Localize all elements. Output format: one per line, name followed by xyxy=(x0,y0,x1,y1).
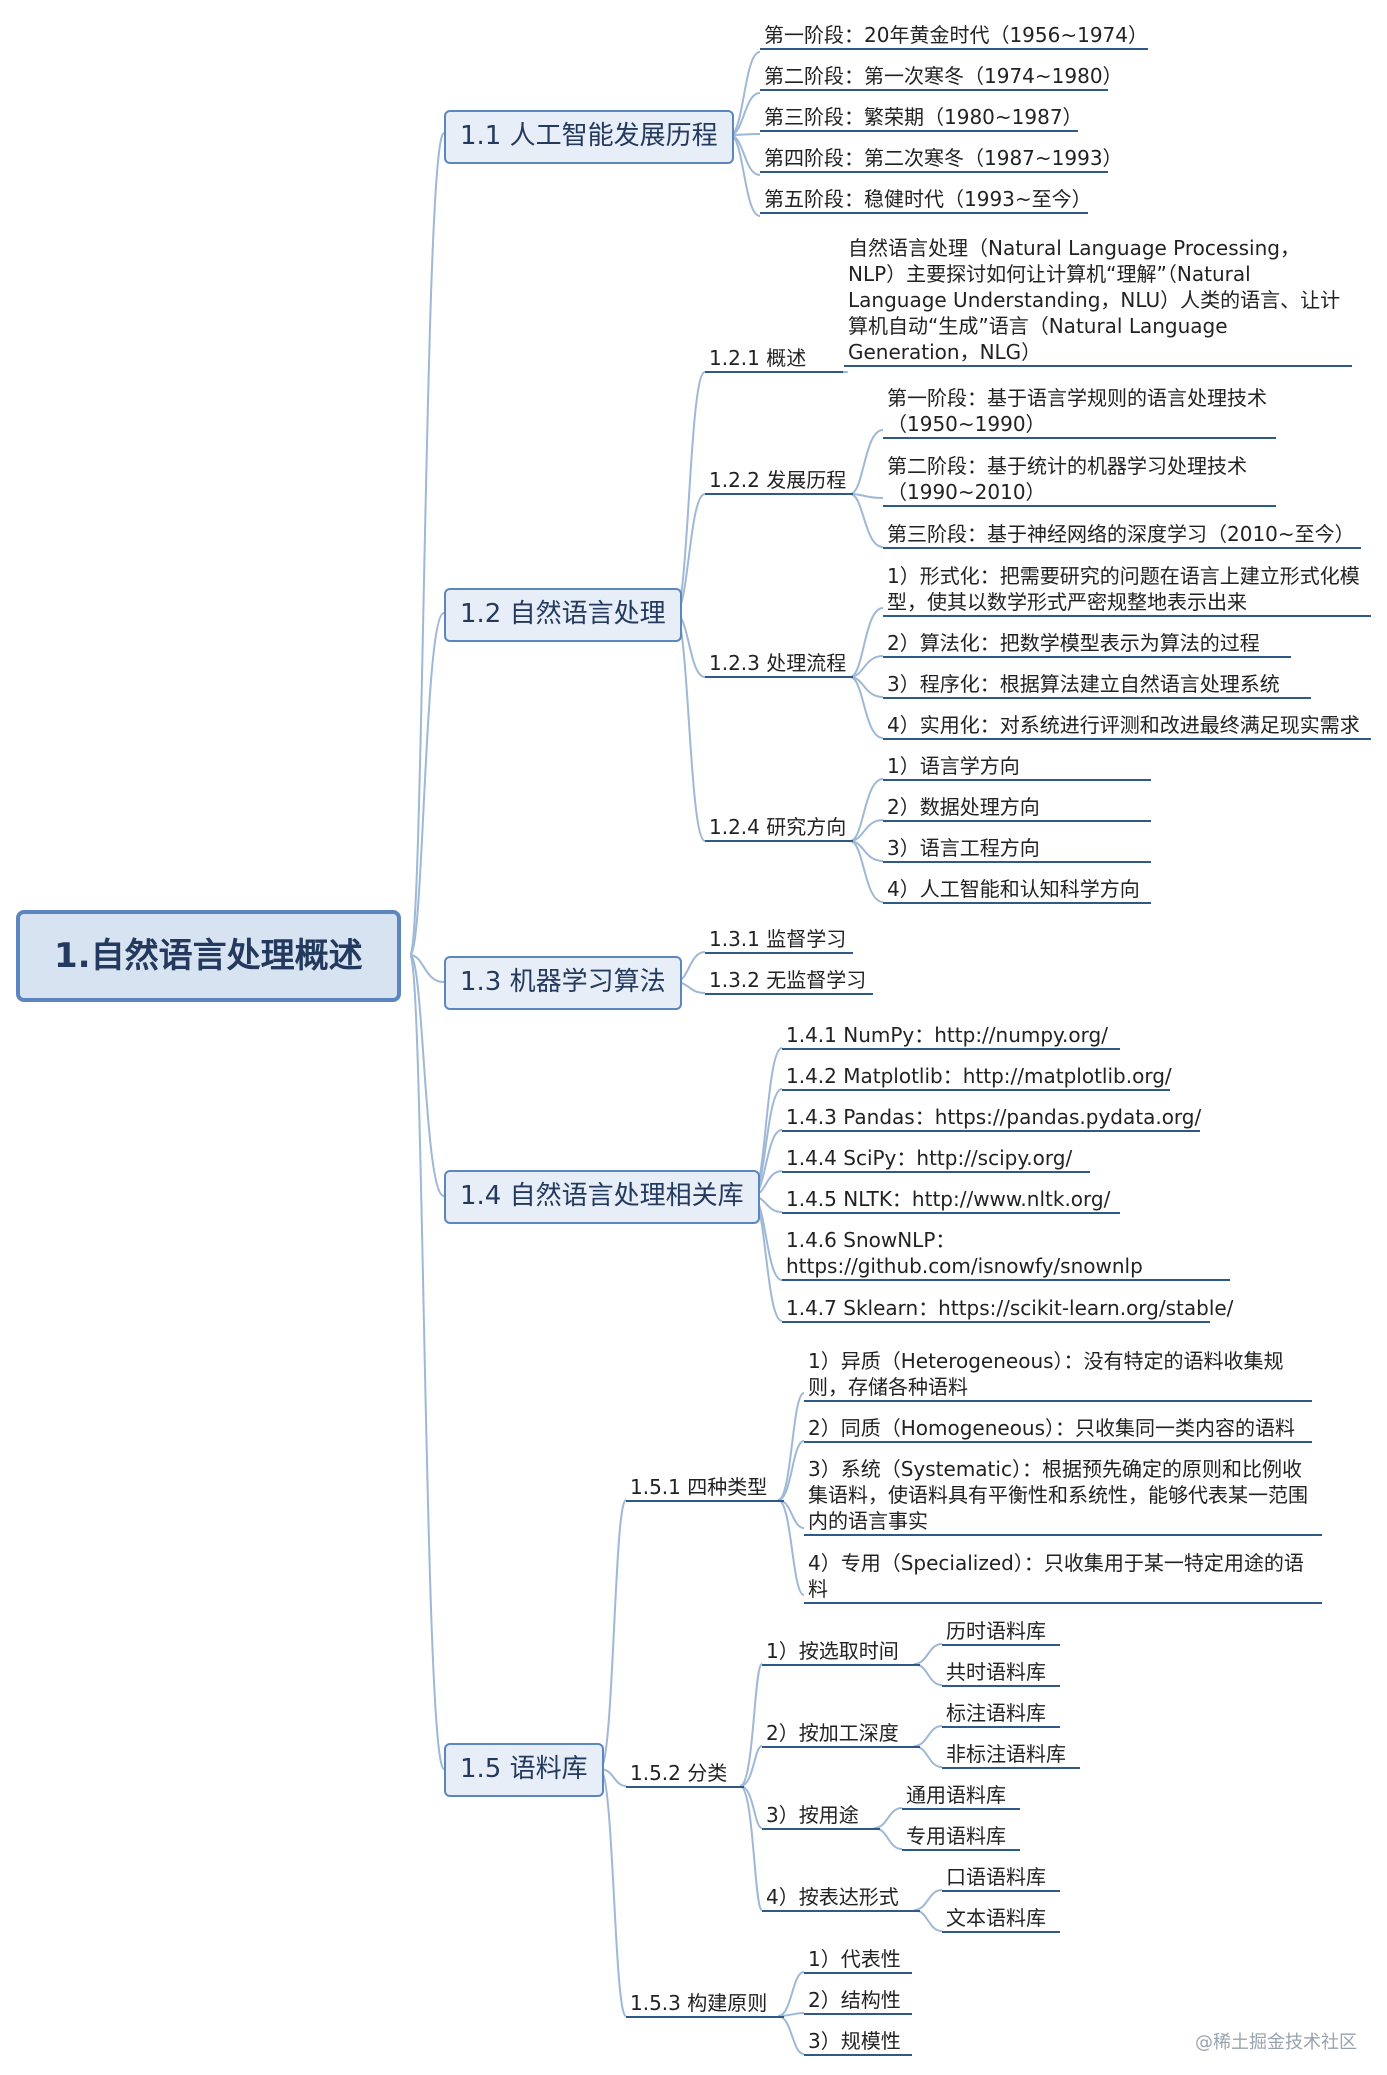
s15-classify-item[interactable]: 历时语料库 xyxy=(942,1618,1060,1646)
root-link xyxy=(409,954,445,983)
root-link xyxy=(409,132,445,956)
topic-1-2[interactable]: 1.2 自然语言处理 xyxy=(444,588,682,642)
s13-item[interactable]: 1.3.2 无监督学习 xyxy=(705,967,873,995)
s14-item[interactable]: 1.4.3 Pandas：https://pandas.pydata.org/ xyxy=(782,1104,1201,1132)
s12-sub-history[interactable]: 1.2.2 发展历程 xyxy=(705,467,853,495)
s14-item[interactable]: 1.4.6 SnowNLP：https://github.com/isnowfy… xyxy=(782,1227,1230,1281)
topic-1-3[interactable]: 1.3 机器学习算法 xyxy=(444,956,682,1010)
s15-classify-group[interactable]: 2）按加工深度 xyxy=(762,1720,920,1748)
s15-types-link xyxy=(777,1440,805,1501)
s15-classify-item[interactable]: 口语语料库 xyxy=(942,1864,1060,1892)
s15-classify-link xyxy=(739,1785,763,1911)
s11-item[interactable]: 第三阶段：繁荣期（1980~1987） xyxy=(760,104,1083,132)
s15-type-item[interactable]: 4）专用（Specialized）：只收集用于某一特定用途的语料 xyxy=(804,1550,1322,1604)
s11-link xyxy=(729,51,761,136)
s12-research-item[interactable]: 1）语言学方向 xyxy=(883,753,1151,781)
s12-research-item[interactable]: 3）语言工程方向 xyxy=(883,835,1151,863)
s12-process-item[interactable]: 3）程序化：根据算法建立自然语言处理系统 xyxy=(883,671,1311,699)
s15-classify-item[interactable]: 专用语料库 xyxy=(902,1823,1020,1851)
s12-sub-overview[interactable]: 1.2.1 概述 xyxy=(705,345,843,373)
s12-process-item[interactable]: 2）算法化：把数学模型表示为算法的过程 xyxy=(883,630,1291,658)
s12-research-link xyxy=(849,840,884,903)
root-link xyxy=(409,954,445,1197)
s12-history-link xyxy=(849,429,884,495)
topic-1-1[interactable]: 1.1 人工智能发展历程 xyxy=(444,110,734,164)
s12-history-item[interactable]: 第三阶段：基于神经网络的深度学习（2010~至今） xyxy=(883,521,1361,549)
s15-principle-item[interactable]: 2）结构性 xyxy=(804,1987,912,2015)
s15-classify-group[interactable]: 3）按用途 xyxy=(762,1802,880,1830)
topic-1-5[interactable]: 1.5 语料库 xyxy=(444,1743,604,1797)
s15-classify-item[interactable]: 非标注语料库 xyxy=(942,1741,1080,1769)
s15-principle-item[interactable]: 3）规模性 xyxy=(804,2028,912,2056)
s12-history-item[interactable]: 第一阶段：基于语言学规则的语言处理技术（1950~1990） xyxy=(883,385,1276,439)
s14-item[interactable]: 1.4.2 Matplotlib：http://matplotlib.org/ xyxy=(782,1063,1172,1091)
s15-type-item[interactable]: 1）异质（Heterogeneous）：没有特定的语料收集规则，存储各种语料 xyxy=(804,1348,1312,1402)
s15-principle-item[interactable]: 1）代表性 xyxy=(804,1946,912,1974)
s14-item[interactable]: 1.4.4 SciPy：http://scipy.org/ xyxy=(782,1145,1090,1173)
s15-classify-item[interactable]: 共时语料库 xyxy=(942,1659,1060,1687)
root-link xyxy=(409,954,445,1770)
s15-types-link xyxy=(777,1392,805,1501)
s12-research-item[interactable]: 4）人工智能和认知科学方向 xyxy=(883,876,1151,904)
s15-classify-item-link xyxy=(913,1663,943,1686)
s12-history-link xyxy=(849,493,884,548)
s12-sub-process[interactable]: 1.2.3 处理流程 xyxy=(705,650,853,678)
s15-classify-item-link xyxy=(913,1745,943,1768)
s15-type-item[interactable]: 2）同质（Homogeneous）：只收集同一类内容的语料 xyxy=(804,1415,1312,1443)
s11-item[interactable]: 第四阶段：第二次寒冬（1987~1993） xyxy=(760,145,1123,173)
s12-research-link xyxy=(849,778,884,842)
root-link xyxy=(409,612,445,956)
s11-link xyxy=(729,133,761,136)
s15-principles-link xyxy=(777,2015,805,2055)
s15-classify-item[interactable]: 文本语料库 xyxy=(942,1905,1060,1933)
s15-classify-item[interactable]: 标注语料库 xyxy=(942,1700,1060,1728)
s15-classify-item-link xyxy=(913,1909,943,1932)
s15-classify-link xyxy=(739,1663,763,1787)
s11-link xyxy=(729,134,761,176)
s12-process-link xyxy=(849,607,884,678)
s15-link xyxy=(599,1499,627,1770)
s15-sub-types[interactable]: 1.5.1 四种类型 xyxy=(626,1474,784,1502)
s11-link xyxy=(729,134,761,217)
s14-item[interactable]: 1.4.5 NLTK：http://www.nltk.org/ xyxy=(782,1186,1120,1214)
s12-overview-text[interactable]: 自然语言处理（Natural Language Processing，NLP）主… xyxy=(844,235,1352,367)
s12-process-item[interactable]: 1）形式化：把需要研究的问题在语言上建立形式化模型，使其以数学形式严密规整地表示… xyxy=(883,563,1371,617)
s15-classify-group[interactable]: 1）按选取时间 xyxy=(762,1638,920,1666)
s11-item[interactable]: 第一阶段：20年黄金时代（1956~1974） xyxy=(760,22,1148,50)
s15-type-item[interactable]: 3）系统（Systematic）：根据预先确定的原则和比例收集语料，使语料具有平… xyxy=(804,1456,1322,1536)
s12-research-item[interactable]: 2）数据处理方向 xyxy=(883,794,1151,822)
s11-item[interactable]: 第五阶段：稳健时代（1993~至今） xyxy=(760,186,1092,214)
s12-sub-research[interactable]: 1.2.4 研究方向 xyxy=(705,814,853,842)
root-node[interactable]: 1.自然语言处理概述 xyxy=(16,910,401,1003)
s15-classify-group[interactable]: 4）按表达形式 xyxy=(762,1884,920,1912)
s15-classify-item-link xyxy=(873,1827,903,1850)
s11-item[interactable]: 第二阶段：第一次寒冬（1974~1980） xyxy=(760,63,1123,91)
s14-item[interactable]: 1.4.7 Sklearn：https://scikit-learn.org/s… xyxy=(782,1295,1233,1323)
s15-sub-classify[interactable]: 1.5.2 分类 xyxy=(626,1760,744,1788)
s11-link xyxy=(729,92,761,136)
s12-link xyxy=(674,371,706,614)
s12-process-link xyxy=(849,676,884,739)
s15-sub-principles[interactable]: 1.5.3 构建原则 xyxy=(626,1990,784,2018)
s15-types-link xyxy=(777,1499,805,1596)
s15-link xyxy=(599,1768,627,2017)
s13-item[interactable]: 1.3.1 监督学习 xyxy=(705,926,853,954)
s14-item[interactable]: 1.4.1 NumPy：http://numpy.org/ xyxy=(782,1022,1120,1050)
s12-history-item[interactable]: 第二阶段：基于统计的机器学习处理技术（1990~2010） xyxy=(883,453,1276,507)
s15-classify-link xyxy=(739,1745,763,1787)
s12-process-item[interactable]: 4）实用化：对系统进行评测和改进最终满足现实需求 xyxy=(883,712,1371,740)
s15-classify-item[interactable]: 通用语料库 xyxy=(902,1782,1020,1810)
watermark: @稀土掘金技术社区 xyxy=(1195,2032,1357,2053)
s15-principles-link xyxy=(777,1971,805,2017)
topic-1-4[interactable]: 1.4 自然语言处理相关库 xyxy=(444,1170,760,1224)
